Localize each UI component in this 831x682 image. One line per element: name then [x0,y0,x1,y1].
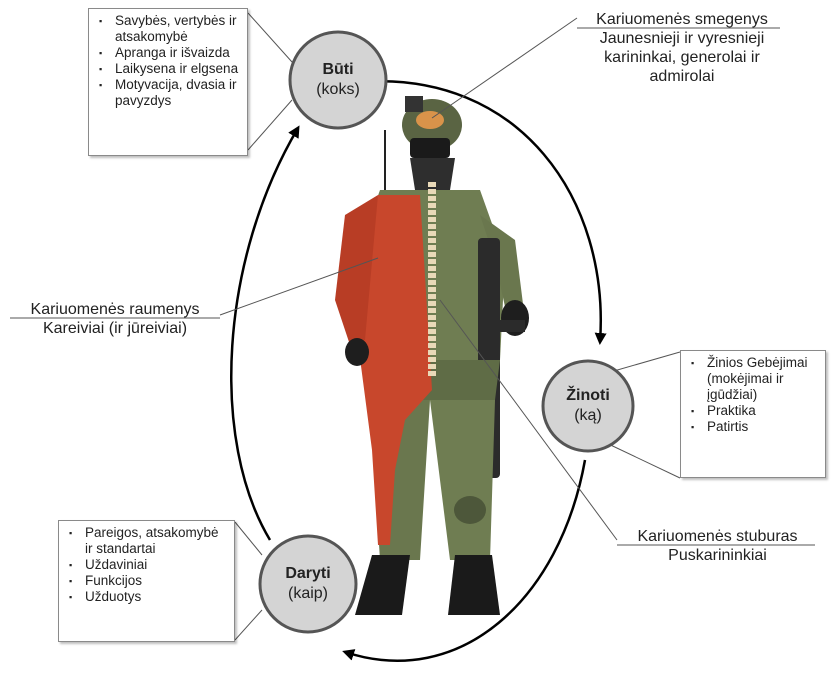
brain-connector [431,17,578,119]
muscles-connector [219,257,379,316]
list-item: Pareigos, atsakomybė ir standartai [67,525,228,557]
list-item: Žinios Gebėjimai (mokėjimai ir įgūdžiai) [689,355,819,403]
list-item: Patirtis [689,419,819,435]
buti-box: Savybės, vertybės ir atsakomybė Apranga … [88,8,248,156]
muscles-callout: Kariuomenės raumenys Kareiviai (ir jūrei… [8,300,222,338]
brain-callout-title: Kariuomenės smegenys [596,11,768,28]
muscles-callout-sub: Kareiviai (ir jūreiviai) [42,320,188,337]
zinoti-circle [541,359,635,453]
loop-arc-buti-to-zinoti [359,79,607,345]
list-item: Motyvacija, dvasia ir pavyzdys [97,77,241,109]
list-item: Užduotys [67,589,228,605]
list-item: Praktika [689,403,819,419]
zinoti-label: Žinoti (ką) [538,386,638,426]
list-item: Savybės, vertybės ir atsakomybė [97,13,241,45]
list-item: Funkcijos [67,573,228,589]
list-item: Uždaviniai [67,557,228,573]
spine-callout-sub: Puskarininkiai [668,547,767,564]
buti-circle [288,30,388,130]
loop-arc-daryti-to-buti [230,125,300,541]
daryti-box: Pareigos, atsakomybė ir standartai Uždav… [58,520,235,642]
zinoti-title: Žinoti [566,387,610,404]
zinoti-box: Žinios Gebėjimai (mokėjimai ir įgūdžiai)… [680,350,826,478]
buti-title: Būti [322,61,354,78]
daryti-circle [258,534,358,634]
list-item: Laikysena ir elgsena [97,61,241,77]
daryti-title: Daryti [285,565,331,582]
soldier-figure [335,96,529,615]
muscles-callout-title: Kariuomenės raumenys [30,301,200,318]
zinoti-sub: (ką) [574,407,602,424]
buti-sub: (koks) [316,81,360,98]
brain-callout: Kariuomenės smegenys Jaunesnieji ir vyre… [572,10,792,86]
list-item: Apranga ir išvaizda [97,45,241,61]
loop-arc-zinoti-to-daryti [342,459,587,662]
brain-callout-sub: Jaunesnieji ir vyresnieji karininkai, ge… [599,30,765,85]
spine-callout-title: Kariuomenės stuburas [637,528,798,545]
daryti-label: Daryti (kaip) [258,564,358,604]
spine-callout: Kariuomenės stuburas Puskarininkiai [615,527,820,565]
spine-connector [439,299,618,541]
buti-label: Būti (koks) [288,60,388,100]
daryti-sub: (kaip) [287,585,328,602]
